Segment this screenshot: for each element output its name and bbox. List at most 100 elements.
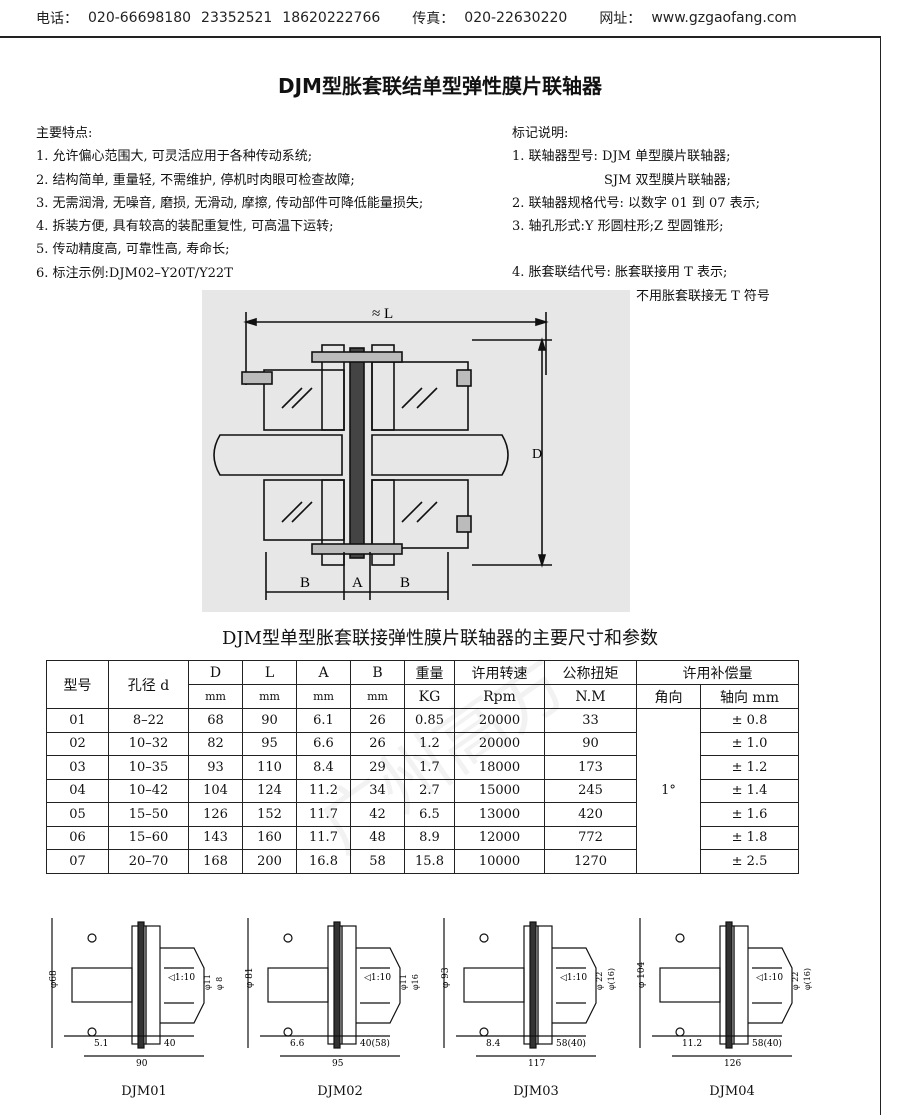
table-cell: 15000 [454,778,545,803]
taper-label: ◁1:10 [560,973,587,983]
model-drawing-label: DJM01 [121,1084,167,1099]
marking-heading: 标记说明: [512,126,569,141]
table-cell: ± 0.8 [700,708,799,733]
dim-label-L: ≈ L [372,306,393,322]
table-cell: 13000 [454,802,545,827]
tel-number-2: 23352521 [201,10,273,26]
table-cell: 06 [46,825,109,850]
col-header-angle: 角向 [636,684,701,709]
feature-item: 5. 传动精度高, 可靠性高, 寿命长; [36,242,230,258]
table-cell: 42 [350,802,405,827]
bore-label: φ11 [399,974,408,990]
col-header-A: A [296,660,351,685]
table-cell: 1270 [544,849,637,874]
col-header-L: L [242,660,297,685]
table-cell: ± 2.5 [700,849,799,874]
header-divider [0,36,880,38]
bore-label: φ 22 [595,972,604,990]
fax-label: 传真： [412,11,455,27]
col-header-weight: 重量 [404,660,455,685]
spec-table: 型号 孔径 d D L A B 重量 许用转速 公称扭矩 许用补偿量 mm mm… [46,660,799,874]
col-header-B: B [350,660,405,685]
bore-label-2: φ(16) [803,968,812,990]
dim-label: 6.6 [290,1039,305,1049]
dim-label: 117 [528,1059,545,1068]
table-cell: 8.9 [404,825,455,850]
table-cell: ± 1.8 [700,825,799,850]
table-cell: 10–32 [108,731,189,756]
model-drawing-label: DJM02 [317,1084,363,1099]
contact-header: 电话： 020-66698180 23352521 18620222766 传真… [0,0,900,36]
angle-value-cell: 1° [636,708,701,874]
table-cell: 10–42 [108,778,189,803]
dia-label: φ 81 [245,967,255,988]
marking-line: SJM 双型膜片联轴器; [604,172,731,188]
table-cell: 07 [46,849,109,874]
table-cell: 16.8 [296,849,351,874]
col-header-bore: 孔径 d [108,660,189,709]
table-cell: 6.6 [296,731,351,756]
table-cell: 772 [544,825,637,850]
marking-line: 不用胀套联接无 T 符号 [636,288,770,304]
tel-number-3: 18620222766 [282,10,381,26]
table-cell: 20000 [454,708,545,733]
unit-speed: Rpm [454,684,545,709]
right-margin-line [880,36,881,1115]
dim-label-D: D [532,447,542,462]
page-title: DJM型胀套联结单型弹性膜片联轴器 [278,74,602,98]
table-cell: 15.8 [404,849,455,874]
dim-label-B-right: B [400,575,410,591]
table-cell: 15–50 [108,802,189,827]
table-cell: ± 1.6 [700,802,799,827]
model-drawing-label: DJM03 [513,1084,559,1099]
table-cell: 6.5 [404,802,455,827]
table-cell: 04 [46,778,109,803]
table-cell: 200 [242,849,297,874]
marking-section: 标记说明: 1. 联轴器型号: DJM 单型膜片联轴器; SJM 双型膜片联轴器… [512,122,770,308]
table-cell: 18000 [454,755,545,780]
table-cell: 110 [242,755,297,780]
dim-label: 58(40) [752,1038,782,1049]
col-header-speed: 许用转速 [454,660,545,685]
table-cell: 26 [350,731,405,756]
fax-number: 020-22630220 [464,10,568,26]
dim-label: 90 [136,1059,148,1068]
dim-label: 40 [164,1039,176,1049]
table-cell: 48 [350,825,405,850]
coupling-cross-section-drawing: ≈ L D B A B [202,290,630,612]
table-cell: 10000 [454,849,545,874]
dim-label: 126 [724,1059,741,1068]
table-cell: ± 1.2 [700,755,799,780]
table-cell: 90 [544,731,637,756]
table-cell: 82 [188,731,243,756]
table-cell: 26 [350,708,405,733]
dim-label: 8.4 [486,1039,501,1049]
table-cell: 20–70 [108,849,189,874]
table-cell: 58 [350,849,405,874]
table-cell: 02 [46,731,109,756]
bore-label-2: φ(16) [607,968,616,990]
table-cell: 8–22 [108,708,189,733]
unit-D: mm [188,684,243,709]
table-cell: 68 [188,708,243,733]
table-cell: 6.1 [296,708,351,733]
feature-item: 4. 拆装方便, 具有较高的装配重复性, 可高温下运转; [36,219,334,235]
table-cell: 95 [242,731,297,756]
col-header-axial: 轴向 mm [700,684,799,709]
dim-label-A: A [352,575,363,591]
dim-label: 5.1 [94,1039,108,1049]
table-cell: 245 [544,778,637,803]
dim-label-B-left: B [300,575,310,591]
table-cell: 12000 [454,825,545,850]
table-cell: 168 [188,849,243,874]
